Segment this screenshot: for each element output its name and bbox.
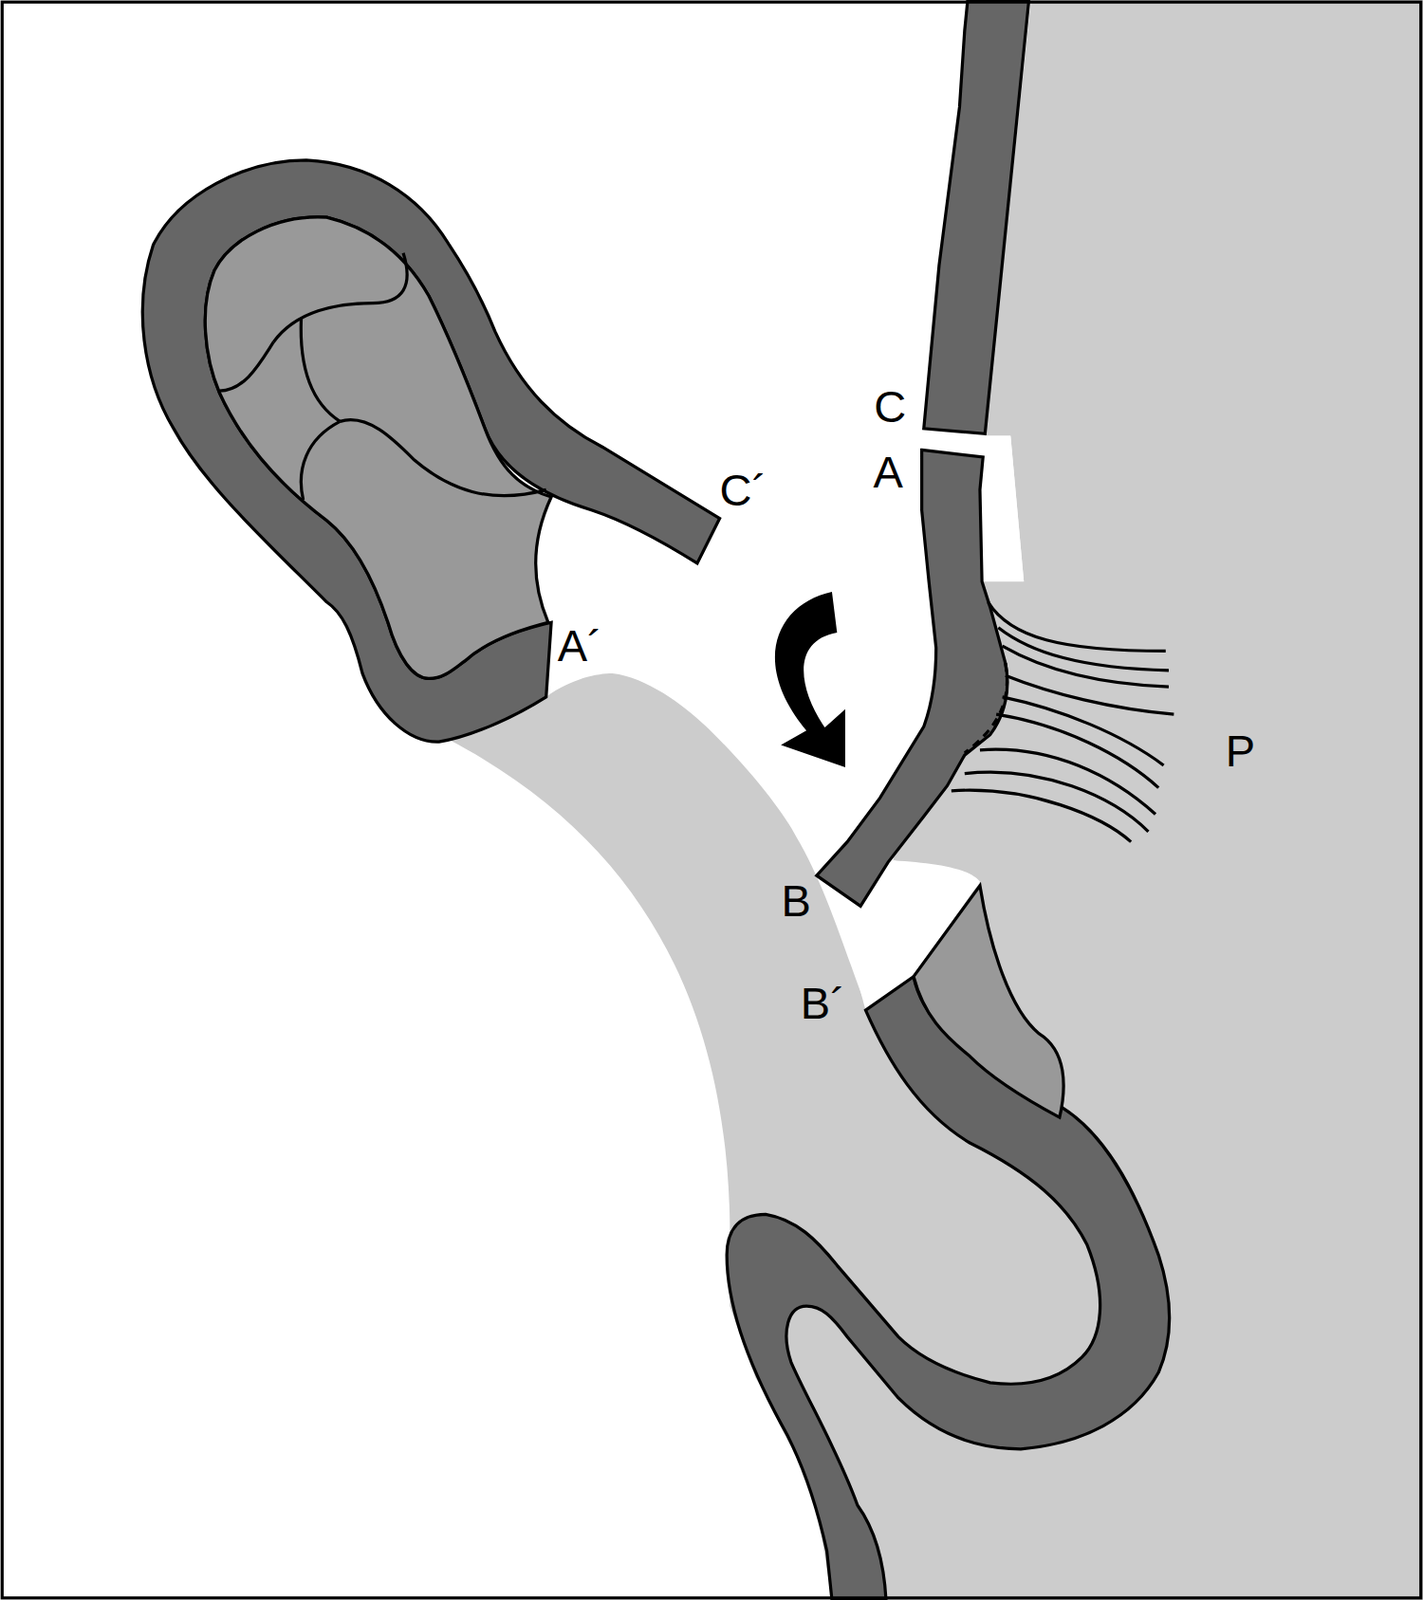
fibre-line: [964, 772, 1149, 832]
folded-wall: [142, 160, 720, 742]
contour-line: [339, 420, 546, 497]
inner-contours: [219, 253, 546, 500]
dashed-arc: [964, 663, 1008, 754]
part-label: B´: [800, 979, 846, 1025]
fibre-line: [951, 790, 1131, 842]
part-label: C: [873, 384, 906, 429]
part-label: A´: [557, 623, 603, 668]
part-label: P: [1225, 727, 1256, 773]
part-label: B: [781, 878, 812, 924]
cartilage-region: [913, 886, 1064, 1118]
fibre-line: [1002, 646, 1169, 687]
tissue-ground: [448, 0, 1423, 1600]
part-label: A: [872, 449, 903, 495]
fibre-line: [997, 628, 1169, 671]
contour-line: [273, 253, 407, 343]
contour-line: [300, 421, 340, 500]
notch-region: [981, 435, 1024, 582]
rotation-arrow: [775, 591, 846, 768]
fibre-line: [988, 602, 1166, 652]
fibre-line: [1002, 697, 1165, 766]
lower-wall: [726, 977, 1169, 1600]
fibre-line: [1005, 675, 1175, 715]
muscle-fibres: [951, 602, 1175, 843]
upper-wall: [924, 0, 1030, 434]
fibre-line: [979, 749, 1156, 814]
contour-line: [300, 318, 340, 423]
flap-wall: [816, 449, 1008, 906]
cartilage-region: [204, 217, 552, 680]
contour-line: [219, 341, 274, 391]
part-label: C´: [720, 467, 768, 513]
